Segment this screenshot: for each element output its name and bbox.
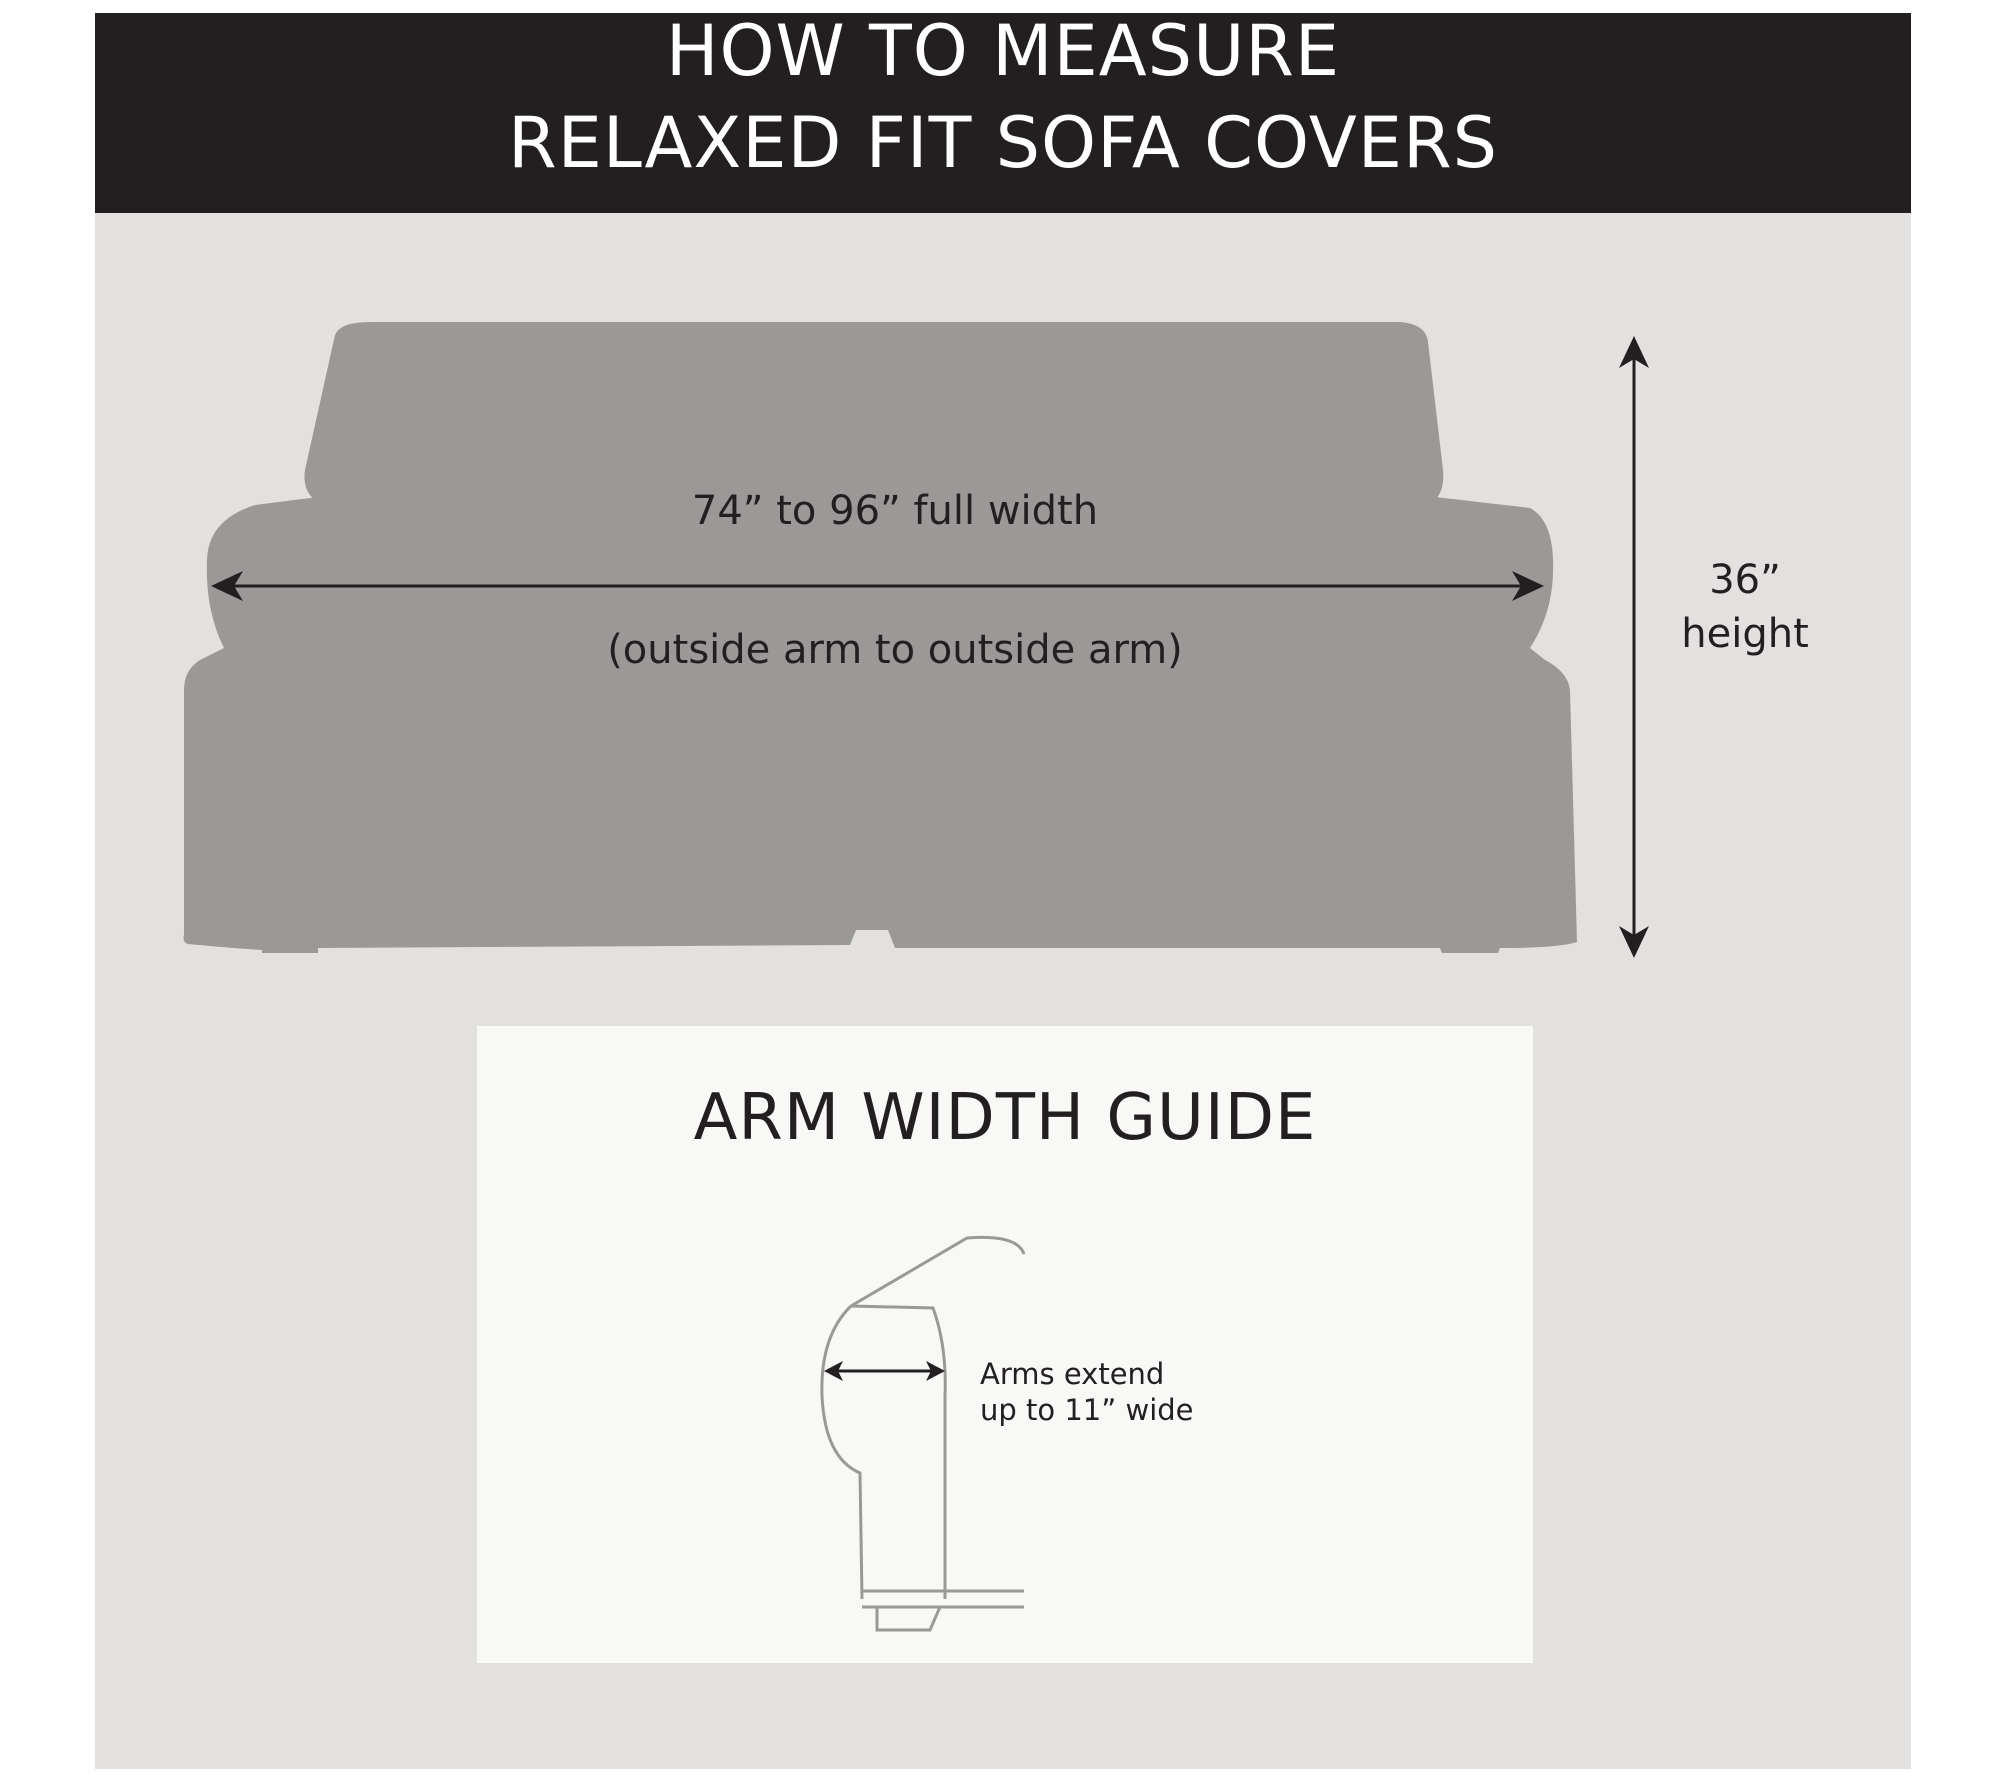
title-line-2: RELAXED FIT SOFA COVERS bbox=[507, 102, 1499, 184]
arm-profile-icon bbox=[820, 1235, 1026, 1632]
width-dimension-arrow bbox=[211, 571, 1544, 601]
height-value: 36” bbox=[1709, 557, 1781, 603]
arm-width-arrow bbox=[824, 1361, 945, 1381]
height-dimension-arrow bbox=[1619, 336, 1649, 958]
arm-width-note: Arms extend up to 11” wide bbox=[980, 1356, 1194, 1428]
width-sublabel: (outside arm to outside arm) bbox=[607, 627, 1183, 673]
height-label: height bbox=[1681, 611, 1809, 657]
arm-note-line-2: up to 11” wide bbox=[980, 1393, 1194, 1427]
arm-note-line-1: Arms extend bbox=[980, 1357, 1165, 1391]
sofa-silhouette-icon bbox=[183, 322, 1577, 953]
width-label: 74” to 96” full width bbox=[691, 488, 1099, 534]
title-line-1: HOW TO MEASURE bbox=[665, 10, 1341, 92]
title-banner: HOW TO MEASURE RELAXED FIT SOFA COVERS bbox=[95, 10, 1911, 213]
arm-guide-title: ARM WIDTH GUIDE bbox=[693, 1081, 1317, 1155]
arm-width-guide-panel: ARM WIDTH GUIDE Arms extend up to 11” wi… bbox=[477, 1026, 1533, 1663]
